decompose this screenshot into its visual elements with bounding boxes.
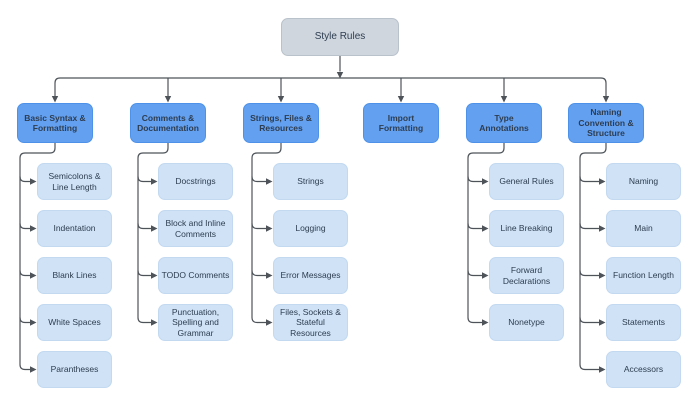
leaf-node-statements: Statements — [606, 304, 681, 341]
leaf-node-forward-declarations: Forward Declarations — [489, 257, 564, 294]
branch-node-import-formatting: Import Formatting — [363, 103, 439, 143]
leaf-node-blank-lines: Blank Lines — [37, 257, 112, 294]
branch-node-type-annotations: Type Annotations — [466, 103, 542, 143]
leaf-node-general-rules: General Rules — [489, 163, 564, 200]
leaf-node-function-length: Function Length — [606, 257, 681, 294]
leaf-node-docstrings: Docstrings — [158, 163, 233, 200]
leaf-node-files-sockets-stateful-resources: Files, Sockets & Stateful Resources — [273, 304, 348, 341]
branch-node-basic-syntax-formatting: Basic Syntax & Formatting — [17, 103, 93, 143]
leaf-node-todo-comments: TODO Comments — [158, 257, 233, 294]
branch-node-strings-files-resources: Strings, Files & Resources — [243, 103, 319, 143]
leaf-node-naming: Naming — [606, 163, 681, 200]
leaf-node-nonetype: Nonetype — [489, 304, 564, 341]
root-node-style-rules: Style Rules — [281, 18, 399, 56]
leaf-node-semicolons-line-length: Semicolons & Line Length — [37, 163, 112, 200]
leaf-node-accessors: Accessors — [606, 351, 681, 388]
leaf-node-punctuation-spelling-and-grammar: Punctuation, Spelling and Grammar — [158, 304, 233, 341]
leaf-node-strings: Strings — [273, 163, 348, 200]
leaf-node-parantheses: Parantheses — [37, 351, 112, 388]
leaf-node-line-breaking: Line Breaking — [489, 210, 564, 247]
leaf-node-error-messages: Error Messages — [273, 257, 348, 294]
leaf-node-logging: Logging — [273, 210, 348, 247]
branch-node-comments-documentation: Comments & Documentation — [130, 103, 206, 143]
leaf-node-main: Main — [606, 210, 681, 247]
leaf-node-indentation: Indentation — [37, 210, 112, 247]
leaf-node-block-and-inline-comments: Block and Inline Comments — [158, 210, 233, 247]
branch-node-naming-convention-structure: Naming Convention & Structure — [568, 103, 644, 143]
leaf-node-white-spaces: White Spaces — [37, 304, 112, 341]
